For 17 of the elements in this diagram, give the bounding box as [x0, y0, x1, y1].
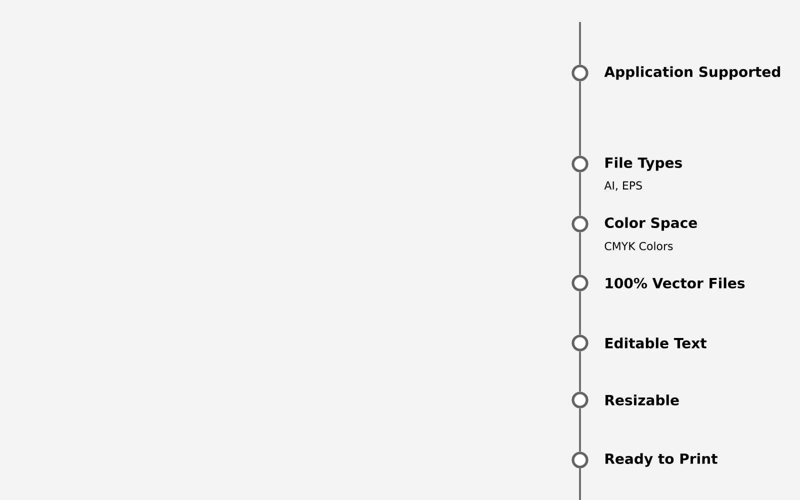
feature-title: Application Supported — [604, 66, 780, 80]
feature-detail: CMYK Colors — [604, 242, 673, 250]
timeline-line — [579, 408, 581, 452]
timeline-line — [579, 172, 581, 216]
feature-title: 100% Vector Files — [606, 278, 745, 288]
timeline-line — [579, 232, 581, 275]
feature-title: Resizable — [606, 394, 679, 406]
feature-title: Color Space — [604, 217, 697, 231]
feature-detail: AI, EPS — [604, 181, 642, 191]
timeline-line — [579, 291, 581, 335]
feature-title: Ready to Print — [606, 453, 718, 467]
timeline-line — [579, 22, 581, 65]
feature-title: Editable Text — [606, 338, 706, 348]
feature-title: File Types — [606, 157, 682, 171]
timeline-line — [579, 351, 581, 392]
timeline-line — [579, 468, 581, 500]
timeline-line — [579, 81, 581, 156]
